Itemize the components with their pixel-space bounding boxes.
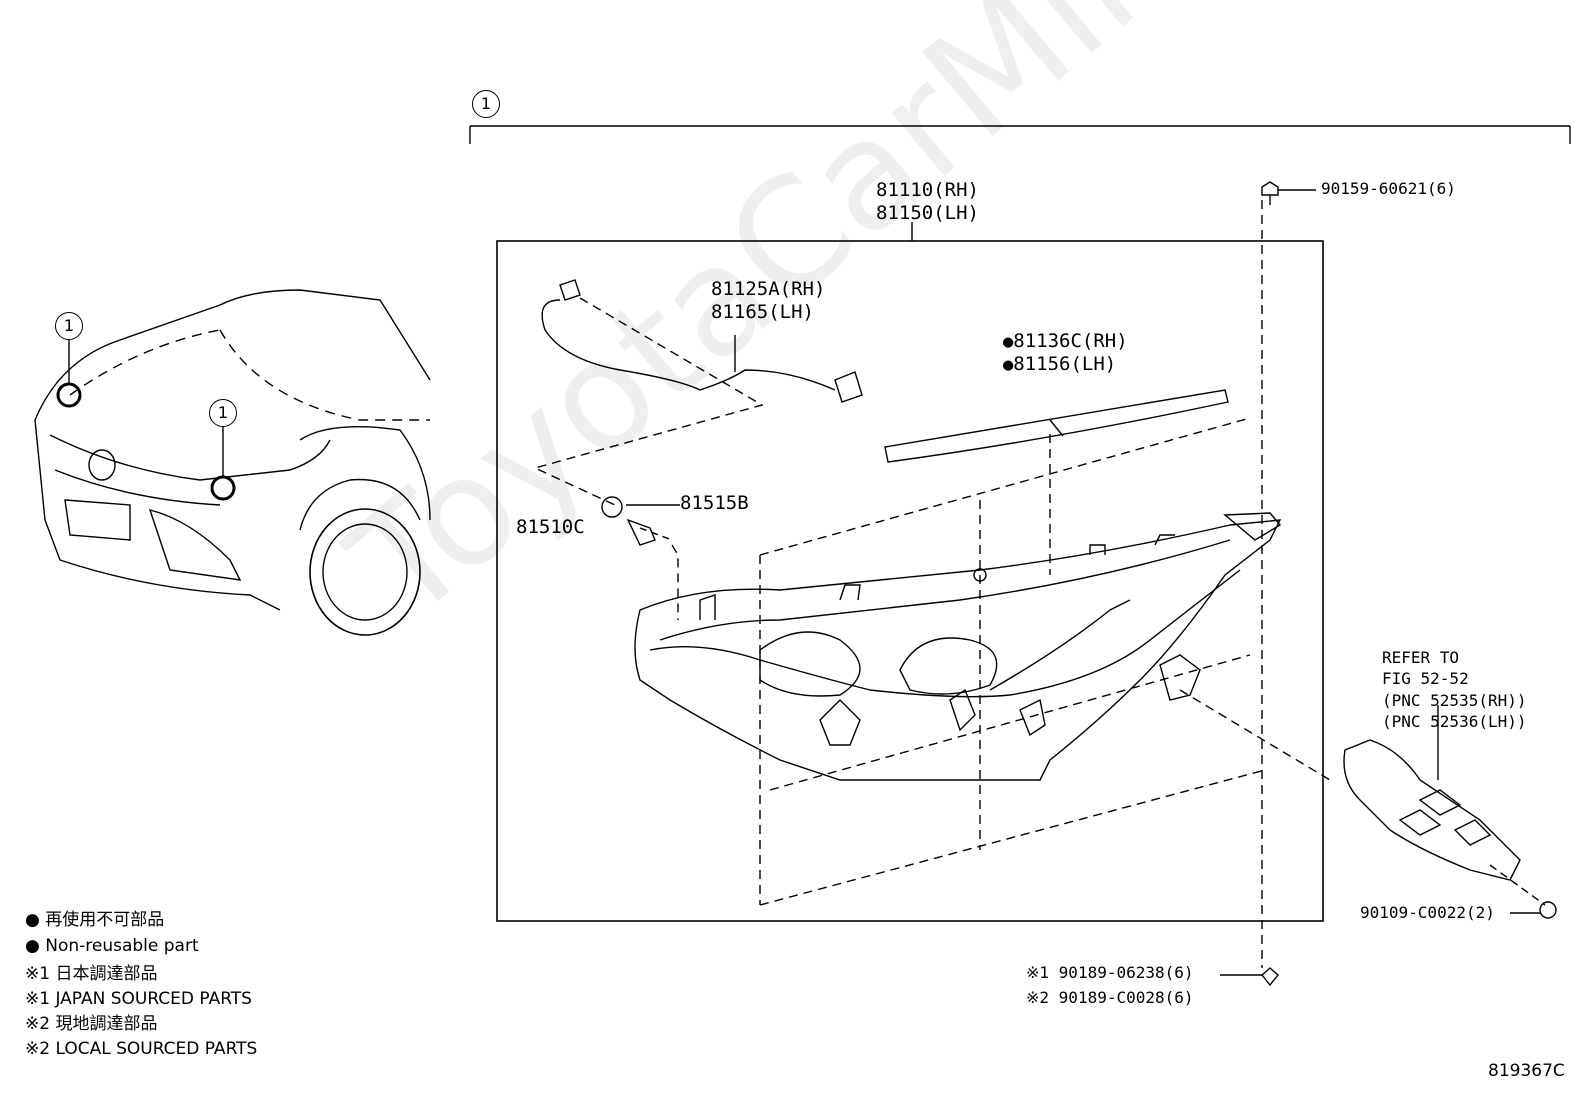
legend-local-en: ※2 LOCAL SOURCED PARTS xyxy=(25,1039,258,1059)
refer-line-3: (PNC 52535(RH)) xyxy=(1382,691,1527,710)
callout-circle-car-left: 1 xyxy=(55,312,83,340)
legend-nonreusable-jp: ● 再使用不可部品 xyxy=(25,910,165,930)
label-bottom-fastener-1: ※1 90189-06238(6) xyxy=(1026,963,1194,982)
callout-circle-top: 1 xyxy=(472,90,500,118)
label-wire-rh: 81125A(RH) xyxy=(711,278,826,300)
seal-strip-lh-number: 81156(LH) xyxy=(1013,353,1117,375)
refer-line-1: REFER TO xyxy=(1382,648,1460,667)
legend-japan-jp: ※1 日本調達部品 xyxy=(25,964,158,984)
legend-japan-en: ※1 JAPAN SOURCED PARTS xyxy=(25,989,252,1009)
bulb-socket-drawing xyxy=(601,496,680,620)
bracket-drawing xyxy=(1343,705,1546,906)
label-assembly-lh: 81150(LH) xyxy=(876,202,979,224)
label-socket: 81515B xyxy=(680,492,749,514)
label-seal-strip-lh: ●81156(LH) xyxy=(1003,355,1116,374)
fastener-drawings xyxy=(1220,181,1557,987)
label-wire-lh: 81165(LH) xyxy=(711,301,814,323)
nonreusable-marker: ● xyxy=(1003,355,1014,375)
seal-strip-drawing xyxy=(884,389,1229,575)
assembly-frame xyxy=(496,240,1324,922)
vehicle-front-sketch xyxy=(34,289,431,636)
assembly-dashed-lines xyxy=(759,200,1331,968)
refer-line-4: (PNC 52536(LH)) xyxy=(1382,712,1527,731)
legend-local-jp: ※2 現地調達部品 xyxy=(25,1014,158,1034)
legend-nonreusable-en: ● Non-reusable part xyxy=(25,936,199,956)
label-seal-strip-rh: ●81136C(RH) xyxy=(1003,332,1128,351)
label-bulb: 81510C xyxy=(516,516,585,538)
label-bracket-screw: 90109-C0022(2) xyxy=(1360,903,1495,922)
nonreusable-marker: ● xyxy=(1003,332,1014,352)
label-assembly-rh: 81110(RH) xyxy=(876,179,979,201)
label-bottom-fastener-2: ※2 90189-C0028(6) xyxy=(1026,988,1194,1007)
label-top-screw: 90159-60621(6) xyxy=(1321,179,1456,198)
refer-line-2: FIG 52-52 xyxy=(1382,669,1469,688)
figure-code: 819367C xyxy=(1488,1061,1565,1081)
callout-circle-car-right: 1 xyxy=(209,399,237,427)
headlamp-housing-drawing xyxy=(634,512,1282,781)
assembly-bracket-line xyxy=(469,125,1571,144)
seal-strip-rh-number: 81136C(RH) xyxy=(1013,330,1128,352)
wire-harness-drawing xyxy=(532,279,863,506)
